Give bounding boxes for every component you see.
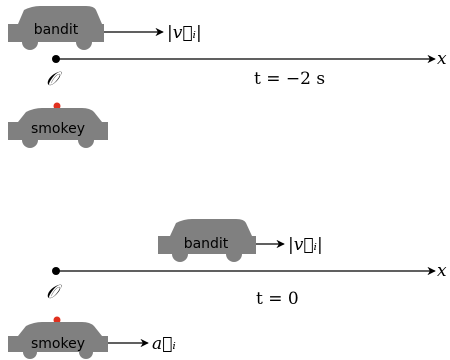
bandit-car: bandit xyxy=(8,6,104,50)
smokey-car-rear-wheel xyxy=(23,345,37,359)
smokey-car-rear-wheel xyxy=(22,132,38,148)
smokey-car-body xyxy=(8,322,108,352)
panel-t-zero: bandit |v⃗ᵢ| x 𝒪 t = 0 smokey a⃗ᵢ xyxy=(8,219,447,359)
bandit-car-body xyxy=(158,219,256,254)
siren-light xyxy=(53,316,61,324)
smokey-car-front-wheel xyxy=(78,132,94,148)
origin-label: 𝒪 xyxy=(46,68,63,90)
smokey-car: smokey xyxy=(8,316,108,359)
bandit-velocity-label: |v⃗ᵢ| xyxy=(288,235,323,255)
bandit-car: bandit xyxy=(158,219,256,262)
smokey-car-body xyxy=(8,108,108,140)
bandit-car-rear-wheel xyxy=(22,34,38,50)
origin-label: 𝒪 xyxy=(46,281,63,303)
panel-t-minus-2: bandit |v⃗ᵢ| x 𝒪 t = −2 s smokey xyxy=(8,6,447,148)
bandit-car-label: bandit xyxy=(34,22,79,38)
smokey-car: smokey xyxy=(8,102,108,148)
x-axis-label: x xyxy=(437,261,447,281)
smokey-car-front-wheel xyxy=(79,345,93,359)
smokey-acceleration-label: a⃗ᵢ xyxy=(152,334,176,354)
bandit-velocity-label: |v⃗ᵢ| xyxy=(167,23,202,43)
smokey-car-label: smokey xyxy=(31,121,85,137)
time-label: t = −2 s xyxy=(254,69,325,89)
origin-dot xyxy=(52,55,60,63)
smokey-car-label: smokey xyxy=(31,336,85,352)
bandit-car-front-wheel xyxy=(226,246,242,262)
siren-light xyxy=(53,102,61,110)
bandit-car-label: bandit xyxy=(184,236,229,252)
origin-dot xyxy=(52,267,60,275)
bandit-car-rear-wheel xyxy=(172,246,188,262)
x-axis-label: x xyxy=(437,49,447,69)
time-label: t = 0 xyxy=(256,289,299,309)
bandit-car-body xyxy=(8,6,104,42)
bandit-car-front-wheel xyxy=(76,34,92,50)
